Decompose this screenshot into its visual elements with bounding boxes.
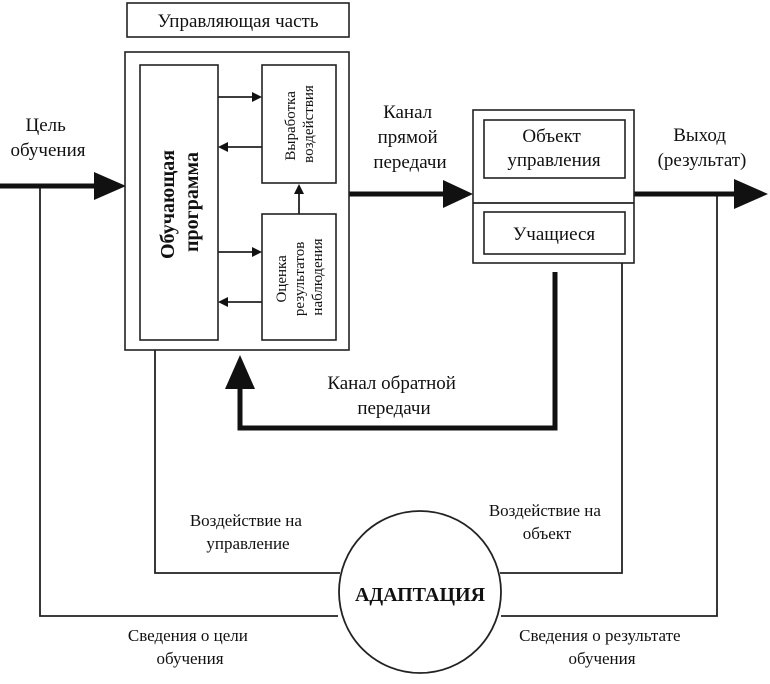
control-part-title-box <box>126 2 350 38</box>
goal-info-label: Сведения о цели обучения <box>128 626 252 668</box>
teaching-program-label: Обучающая программа <box>157 145 203 259</box>
develop-action-block <box>261 64 337 184</box>
feedback-channel-label: Канал обратной передачи <box>327 373 460 419</box>
goal-input-arrowhead <box>94 172 126 200</box>
effect-object-label: Воздействие на объект <box>489 501 605 543</box>
object-control-box <box>483 119 626 179</box>
evaluate-results-block <box>261 213 337 341</box>
effect-object-line <box>500 263 623 574</box>
goal-label: Цель обучения <box>10 115 85 161</box>
program-to-develop-arrowhead <box>252 92 262 102</box>
result-info-line <box>501 194 718 617</box>
goal-info-line <box>39 186 338 617</box>
effect-control-line <box>154 350 340 574</box>
students-label: Учащиеся <box>513 224 596 245</box>
adaptation-circle <box>338 510 502 674</box>
result-info-label: Сведения о результате обучения <box>519 626 685 668</box>
develop-action-label: Выработка воздействия <box>283 85 317 163</box>
object-control-label: Объект управления <box>507 126 601 171</box>
eval-to-develop-arrowhead <box>294 184 304 194</box>
develop-to-program-arrowhead <box>218 142 228 152</box>
evaluate-results-label: Оценка результатов наблюдения <box>274 238 326 316</box>
students-box <box>483 211 626 255</box>
feedback-channel-arrowhead <box>225 355 255 389</box>
teaching-program-block <box>139 64 219 341</box>
effect-control-label: Воздействие на управление <box>190 511 306 553</box>
forward-channel-label: Канал прямой передачи <box>373 102 446 173</box>
control-part-label: Управляющая часть <box>158 11 319 32</box>
adaptation-label: АДАПТАЦИЯ <box>355 584 486 606</box>
feedback-channel-line <box>237 272 558 431</box>
eval-to-program-arrowhead <box>218 297 228 307</box>
program-to-eval-arrowhead <box>252 247 262 257</box>
output-arrowhead <box>734 179 768 209</box>
forward-channel-arrowhead <box>443 180 473 208</box>
output-label: Выход (результат) <box>658 125 747 171</box>
